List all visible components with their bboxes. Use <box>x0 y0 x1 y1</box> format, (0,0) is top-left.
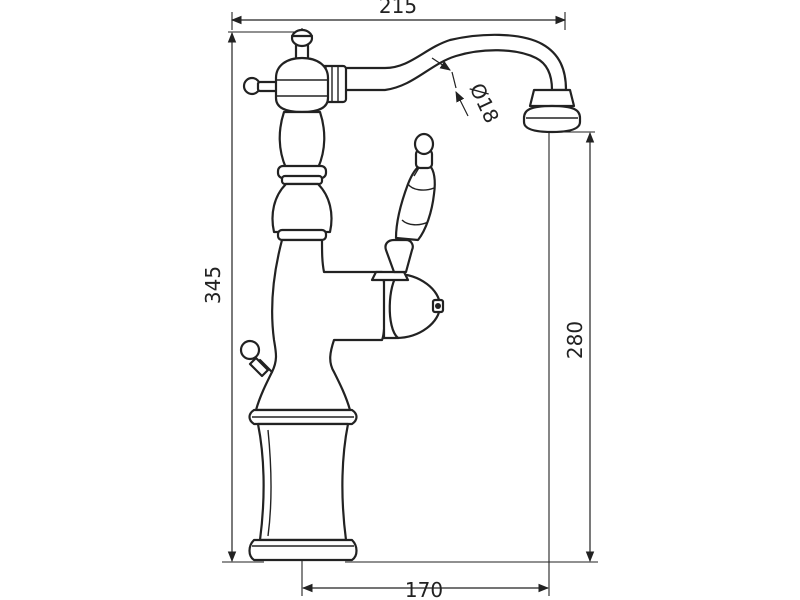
spout-nozzle <box>528 88 576 108</box>
base-foot <box>248 538 358 562</box>
spout-aerator <box>522 104 582 134</box>
diameter-callout: Ø18 <box>431 57 504 127</box>
column-body <box>254 238 387 412</box>
spout-diameter-label: Ø18 <box>465 79 504 126</box>
spout-reach-label: 170 <box>405 578 443 600</box>
column-neck <box>278 110 326 170</box>
column-head <box>274 56 330 114</box>
lever-housing <box>370 270 445 340</box>
faucet-body: Ø18 <box>239 28 582 562</box>
overall-height-label: 345 <box>201 266 225 304</box>
popup-rod-knob <box>239 339 274 378</box>
dimension-overall-height: 345 <box>201 31 300 563</box>
lever-handle <box>384 132 436 274</box>
overall-width-label: 215 <box>379 0 417 18</box>
top-cross-handle <box>242 28 314 96</box>
spout-height-label: 280 <box>563 321 587 359</box>
spout-tube <box>336 33 568 92</box>
dimension-overall-width: 215 <box>230 0 567 30</box>
column-middle-bulb <box>271 182 333 234</box>
dimension-spout-height: 280 <box>345 131 598 563</box>
dimension-spout-reach: 170 <box>301 130 550 600</box>
